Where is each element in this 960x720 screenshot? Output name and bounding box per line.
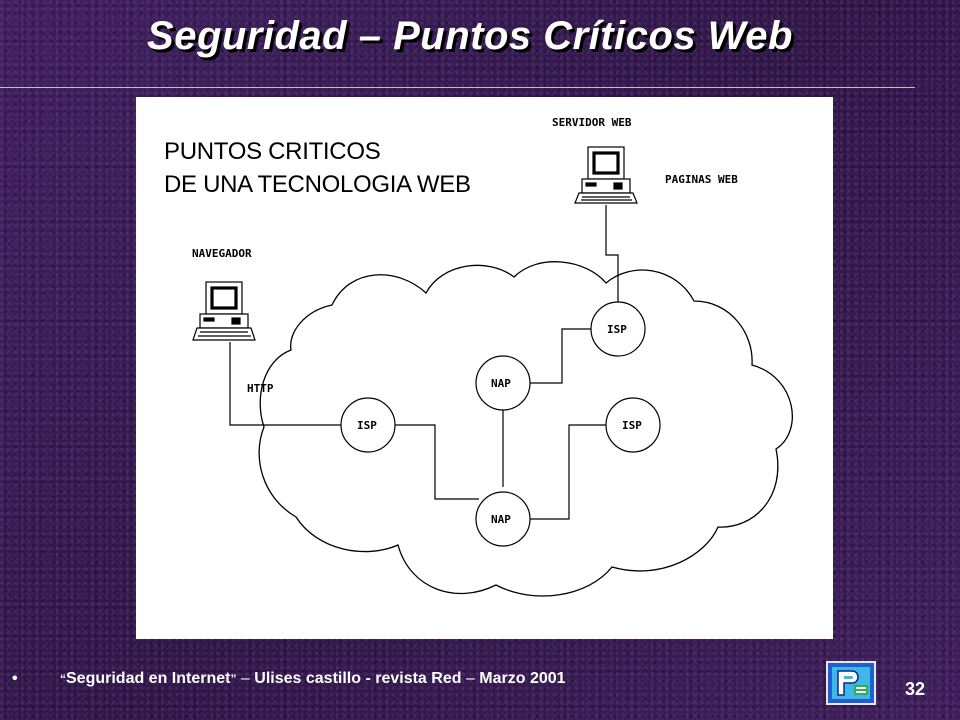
isp-right-label: ISP [622,419,642,432]
title-divider [0,87,915,88]
logo-mark [837,670,868,696]
browser-computer-icon [192,281,256,341]
separator-dash-2: – [465,670,475,687]
quote-open: “ [60,672,66,686]
nap-bottom-label: NAP [491,513,511,526]
isp-node-right [605,397,661,453]
network-diagram [192,146,793,597]
pages-label: PAGINAS WEB [665,173,738,186]
link-isp-left-nap-bottom [393,424,479,500]
date: Marzo 2001 [479,670,566,687]
link-isp-top-nap-top [530,328,591,384]
http-label: HTTP [247,382,274,395]
source-title: Seguridad en Internet [66,670,231,687]
institution-logo-icon [826,661,876,705]
nap-top-label: NAP [491,377,511,390]
link-browser-isp [229,342,342,426]
isp-top-label: ISP [607,323,627,336]
page-number: 32 [905,679,926,699]
author: Ulises castillo - revista Red [254,670,462,687]
footer-citation: • “Seguridad en Internet” – Ulises castil… [12,670,566,688]
slide-title: Seguridad – Puntos Críticos Web [147,14,793,58]
link-nap-bottom-isp-right [528,424,608,520]
diagram-heading-line1: PUNTOS CRITICOS [164,138,381,165]
nap-node-top [475,355,531,411]
isp-node-top [590,301,646,357]
diagram-heading: PUNTOS CRITICOS DE UNA TECNOLOGIA WEB [164,135,471,201]
quote-close: ” [230,672,237,686]
browser-label: NAVEGADOR [192,247,252,260]
connection-lines [229,205,619,520]
diagram-canvas: PUNTOS CRITICOS DE UNA TECNOLOGIA WEB SE… [136,97,833,639]
isp-left-label: ISP [357,419,377,432]
separator-dash-1: – [240,670,250,687]
link-server-isp [605,205,619,302]
server-label: SERVIDOR WEB [552,116,632,129]
nap-node-bottom [475,491,531,547]
footer-bullet: • [12,670,18,687]
internet-cloud [258,261,793,597]
diagram-heading-line2: DE UNA TECNOLOGIA WEB [164,171,471,198]
server-computer-icon [574,146,638,204]
isp-node-left [340,397,396,453]
